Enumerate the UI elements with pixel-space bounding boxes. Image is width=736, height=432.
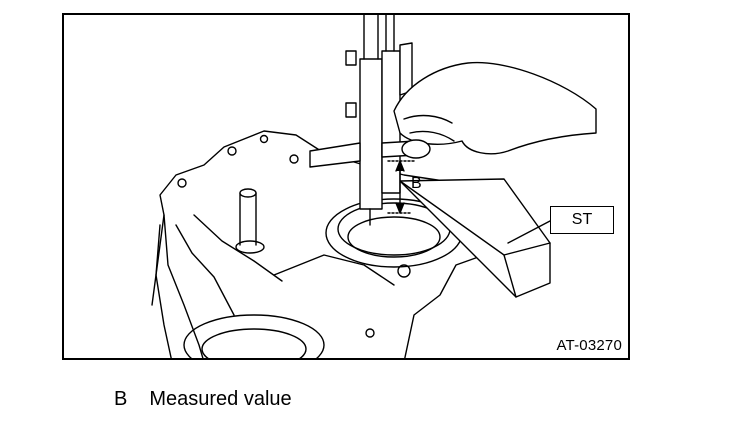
st-callout-label: ST bbox=[571, 211, 593, 228]
case-left-edge bbox=[155, 224, 172, 358]
shaft bbox=[239, 192, 257, 246]
lower-bore-outer bbox=[183, 314, 325, 358]
finger bbox=[403, 114, 455, 142]
case-left-wall bbox=[163, 214, 204, 358]
shaft-base bbox=[235, 240, 265, 254]
bore-inner bbox=[347, 216, 441, 258]
case-web bbox=[273, 254, 395, 286]
st-tool bbox=[399, 178, 551, 298]
b-callout-label: B bbox=[411, 175, 422, 192]
legend: B Measured value bbox=[114, 388, 292, 411]
hand bbox=[393, 61, 597, 155]
shaft-top bbox=[239, 188, 257, 198]
case-outline bbox=[151, 130, 513, 358]
transmission-illustration bbox=[151, 15, 597, 358]
b-dimension-arrow bbox=[387, 160, 417, 214]
figure-frame: ST B AT-03270 bbox=[62, 13, 630, 360]
figure-code: AT-03270 bbox=[556, 337, 622, 354]
st-callout: ST bbox=[550, 206, 614, 234]
case-inner-rib bbox=[175, 224, 235, 316]
bolt-holes bbox=[177, 134, 499, 338]
st-leader bbox=[507, 220, 551, 244]
case-inner-rib-2 bbox=[193, 214, 283, 282]
lower-bore-inner bbox=[201, 328, 307, 358]
thumb-tip bbox=[401, 139, 431, 159]
legend-key: B bbox=[114, 388, 128, 410]
legend-text: Measured value bbox=[149, 388, 292, 410]
